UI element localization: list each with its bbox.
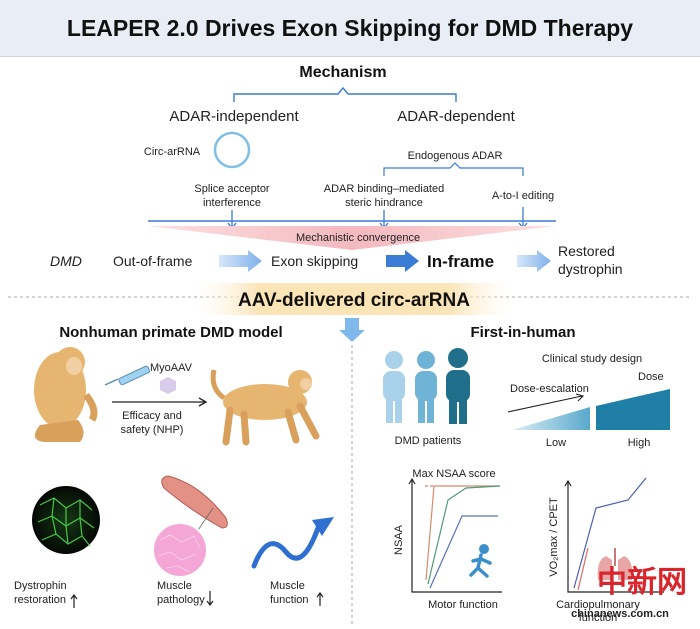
nhp-heading: Nonhuman primate DMD model [59,324,282,341]
aav-capsid-icon [160,377,176,394]
adar-independent-label: ADAR-independent [169,108,299,125]
down-arrow-pathology [206,591,214,606]
watermark-logo: 中新网 [597,566,687,599]
arrow-steric [379,210,389,230]
mechanism-heading: Mechanism [299,64,386,81]
arrow-2 [386,250,419,272]
arrow-3 [517,250,551,272]
muscle-pathology-image [152,522,208,578]
arrow-splice [227,210,237,230]
motor-function-label: Motor function [428,599,498,611]
syringe-icon [104,365,151,386]
dose-low-bar [512,407,590,430]
delivery-banner-text: AAV-delivered circ-arRNA [238,290,470,311]
low-label: Low [546,437,566,449]
vo2-curve-2 [577,547,589,591]
adar-brace [383,162,524,176]
patients-label: DMD patients [395,435,462,447]
muscle-function-arrowhead [312,517,334,536]
arrow-editing [518,207,528,230]
max-nsaa-label: Max NSAA score [412,468,495,480]
down-arrow [339,318,365,342]
human-heading: First-in-human [471,324,576,341]
study-design-label: Clinical study design [542,353,642,365]
endogenous-adar-label: Endogenous ADAR [408,150,503,162]
page-title: LEAPER 2.0 Drives Exon Skipping for DMD … [66,14,634,41]
muscle-function-curve [251,525,321,569]
dose-high-bar [596,389,670,430]
circ-arrna-icon [213,131,251,169]
sitting-monkey-icon [34,347,98,442]
high-label: High [628,437,651,449]
nsaa-axis-label: NSAA [393,524,405,555]
vo2-axes [567,482,664,593]
dose-label: Dose [638,371,664,383]
adar-dependent-label: ADAR-dependent [397,108,515,125]
nsaa-curve-3 [429,515,498,589]
exon-skipping-label: Exon skipping [271,253,358,269]
myoaav-label: MyoAAV [150,362,193,374]
running-child-icon [469,544,492,578]
nsaa-curve-1 [425,485,500,581]
nsaa-curve-2 [427,485,501,585]
in-frame-label: In-frame [427,252,494,271]
up-arrow-function [316,592,324,606]
title-bar: LEAPER 2.0 Drives Exon Skipping for DMD … [0,0,700,57]
convergence-label: Mechanistic convergence [296,232,420,244]
convergence-triangle [148,226,556,250]
delivery-banner [196,283,512,315]
circ-arrna-label: Circ-arRNA [144,146,201,158]
out-of-frame-label: Out-of-frame [113,253,193,269]
patients-icon [383,348,470,424]
dose-arrow [507,393,585,413]
watermark-site: chinanews.com.cn [571,608,669,620]
nhp-arrow [112,397,208,407]
a-to-i-label: A-to-I editing [492,190,554,202]
mechanism-brace [233,86,457,102]
dystrophin-stain-image [32,486,100,554]
walking-monkey-icon [210,369,320,446]
vo2-curve-1 [573,477,647,589]
up-arrow-1 [70,594,78,608]
dose-escalation-label: Dose-escalation [510,383,589,395]
vo2-y-arrow [564,479,572,487]
lungs-icon [597,548,633,580]
vo2-axis-label: VO₂max / CPET [548,497,560,577]
arrow-1 [219,250,262,272]
nsaa-axes [411,480,502,593]
nsaa-y-arrow [408,477,416,485]
dmd-label: DMD [50,253,82,269]
